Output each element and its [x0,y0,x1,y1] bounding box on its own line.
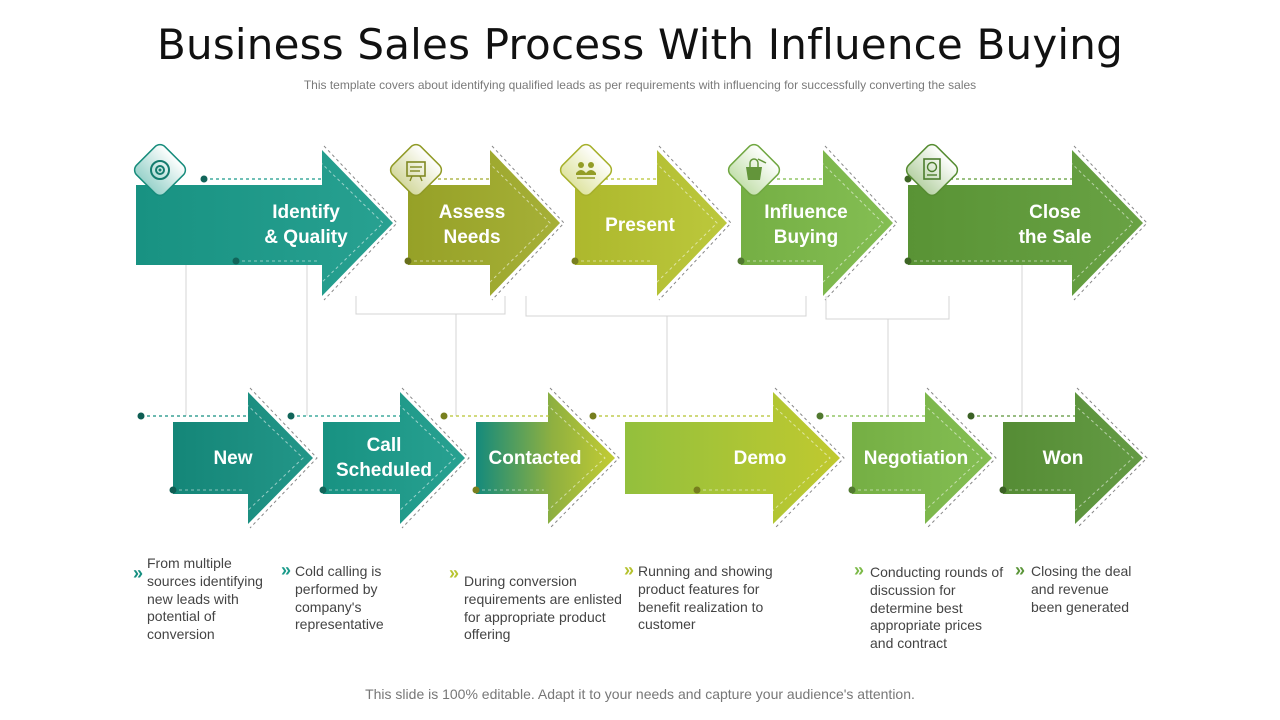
bottom-arrow-stitch [918,399,983,517]
bottom-arrow-outline [401,387,470,529]
bottom-step-4 [589,387,845,529]
target-gear-icon [133,143,187,197]
chevron-right-icon: » [1015,560,1026,580]
top-arrow-stitch [483,157,551,289]
bottom-arrow-shape [173,392,313,524]
slide-footer: This slide is 100% editable. Adapt it to… [365,686,915,702]
bottom-step-5 [816,387,997,529]
top-step-label: Close the Sale [1018,202,1092,248]
bottom-stitch-dot [472,486,480,494]
bottom-arrow-shape [476,392,615,524]
top-arrow-stitch [816,157,884,289]
bottom-stitch-dot [999,486,1007,494]
presentation-icon [559,143,613,197]
bottom-arrow-stitch [1068,399,1134,517]
bottom-step-2 [287,387,470,529]
step-description: From multiple sources identifying new le… [147,555,263,643]
top-arrow-outline [323,145,398,301]
top-arrow-shape [408,150,560,296]
top-arrow-outline [491,145,565,301]
top-step-label: Influence Buying [764,202,848,248]
step-description: Cold calling is performed by company's r… [295,563,384,633]
top-step-label: Present [605,214,675,236]
shopping-bag-icon [727,143,781,197]
step-description: During conversion requirements are enlis… [464,573,622,643]
bottom-arrow-outline [549,387,620,529]
top-arrow-outline [824,145,898,301]
top-arrow-shape [575,150,727,296]
top-arrow-stitch [1065,157,1134,289]
bottom-arrow-outline [1076,387,1148,529]
chevron-right-icon: » [449,563,460,583]
top-leader-dot [200,175,208,183]
bottom-stitch-dot [693,486,701,494]
bottom-arrow-stitch [241,399,304,517]
top-arrow-stitch [315,157,384,289]
top-step-3 [571,145,732,301]
chevron-right-icon: » [281,560,292,580]
bottom-step-label: Won [1042,447,1084,469]
bottom-step-6 [967,387,1148,529]
top-stitch-dot [404,257,412,265]
bottom-arrow-outline [926,387,997,529]
bottom-leader-dot [137,412,145,420]
bottom-stitch-dot [169,486,177,494]
top-arrow-shape [136,150,393,296]
step-description: Running and showing product features for… [638,563,773,633]
bottom-arrow-stitch [541,399,606,517]
bottom-stitch-dot [848,486,856,494]
bottom-step-label: Negotiation [863,447,969,469]
top-stitch-dot [232,257,240,265]
bottom-step-label: Contacted [488,447,582,469]
top-stitch-dot [571,257,579,265]
bottom-arrow-shape [323,392,465,524]
bottom-step-label: Demo [733,447,787,469]
chevron-right-icon: » [854,560,865,580]
step-description: Conducting rounds of discussion for dete… [870,564,1004,652]
dollar-document-icon [905,143,959,197]
top-arrow-shape [741,150,893,296]
bottom-leader-dot [589,412,597,420]
bottom-step-3 [440,387,620,529]
top-arrow-stitch [650,157,718,289]
bottom-leader-dot [816,412,824,420]
slide-title: Business Sales Process With Influence Bu… [157,20,1123,69]
top-leader-dot [904,175,912,183]
top-step-label: Identify & Quality [264,202,348,248]
bottom-step-1 [137,387,318,529]
top-arrow-outline [658,145,732,301]
bottom-leader-dot [287,412,295,420]
slide-subtitle: This template covers about identifying q… [303,78,977,92]
bottom-stitch-dot [319,486,327,494]
bottom-arrow-shape [852,392,992,524]
bottom-leader-dot [440,412,448,420]
bottom-arrow-stitch [393,399,456,517]
top-stitch-dot [904,257,912,265]
chevron-right-icon: » [133,563,144,583]
bottom-arrow-outline [774,387,845,529]
top-arrow-outline [1073,145,1148,301]
bottom-arrow-shape [1003,392,1143,524]
bottom-arrow-outline [249,387,318,529]
top-step-5 [904,145,1148,301]
top-arrow-shape [908,150,1143,296]
bottom-step-label: Call Scheduled [335,435,433,481]
checklist-board-icon [389,143,443,197]
top-stitch-dot [737,257,745,265]
step-description: Closing the deal and revenue been genera… [1031,563,1132,615]
chevron-right-icon: » [624,560,635,580]
bottom-arrow-shape [625,392,840,524]
bottom-arrow-stitch [766,399,831,517]
top-step-label: Assess Needs [438,202,506,248]
bottom-leader-dot [967,412,975,420]
bottom-step-label: New [213,447,253,469]
top-step-1 [136,145,398,301]
connector-lines [185,265,1023,416]
